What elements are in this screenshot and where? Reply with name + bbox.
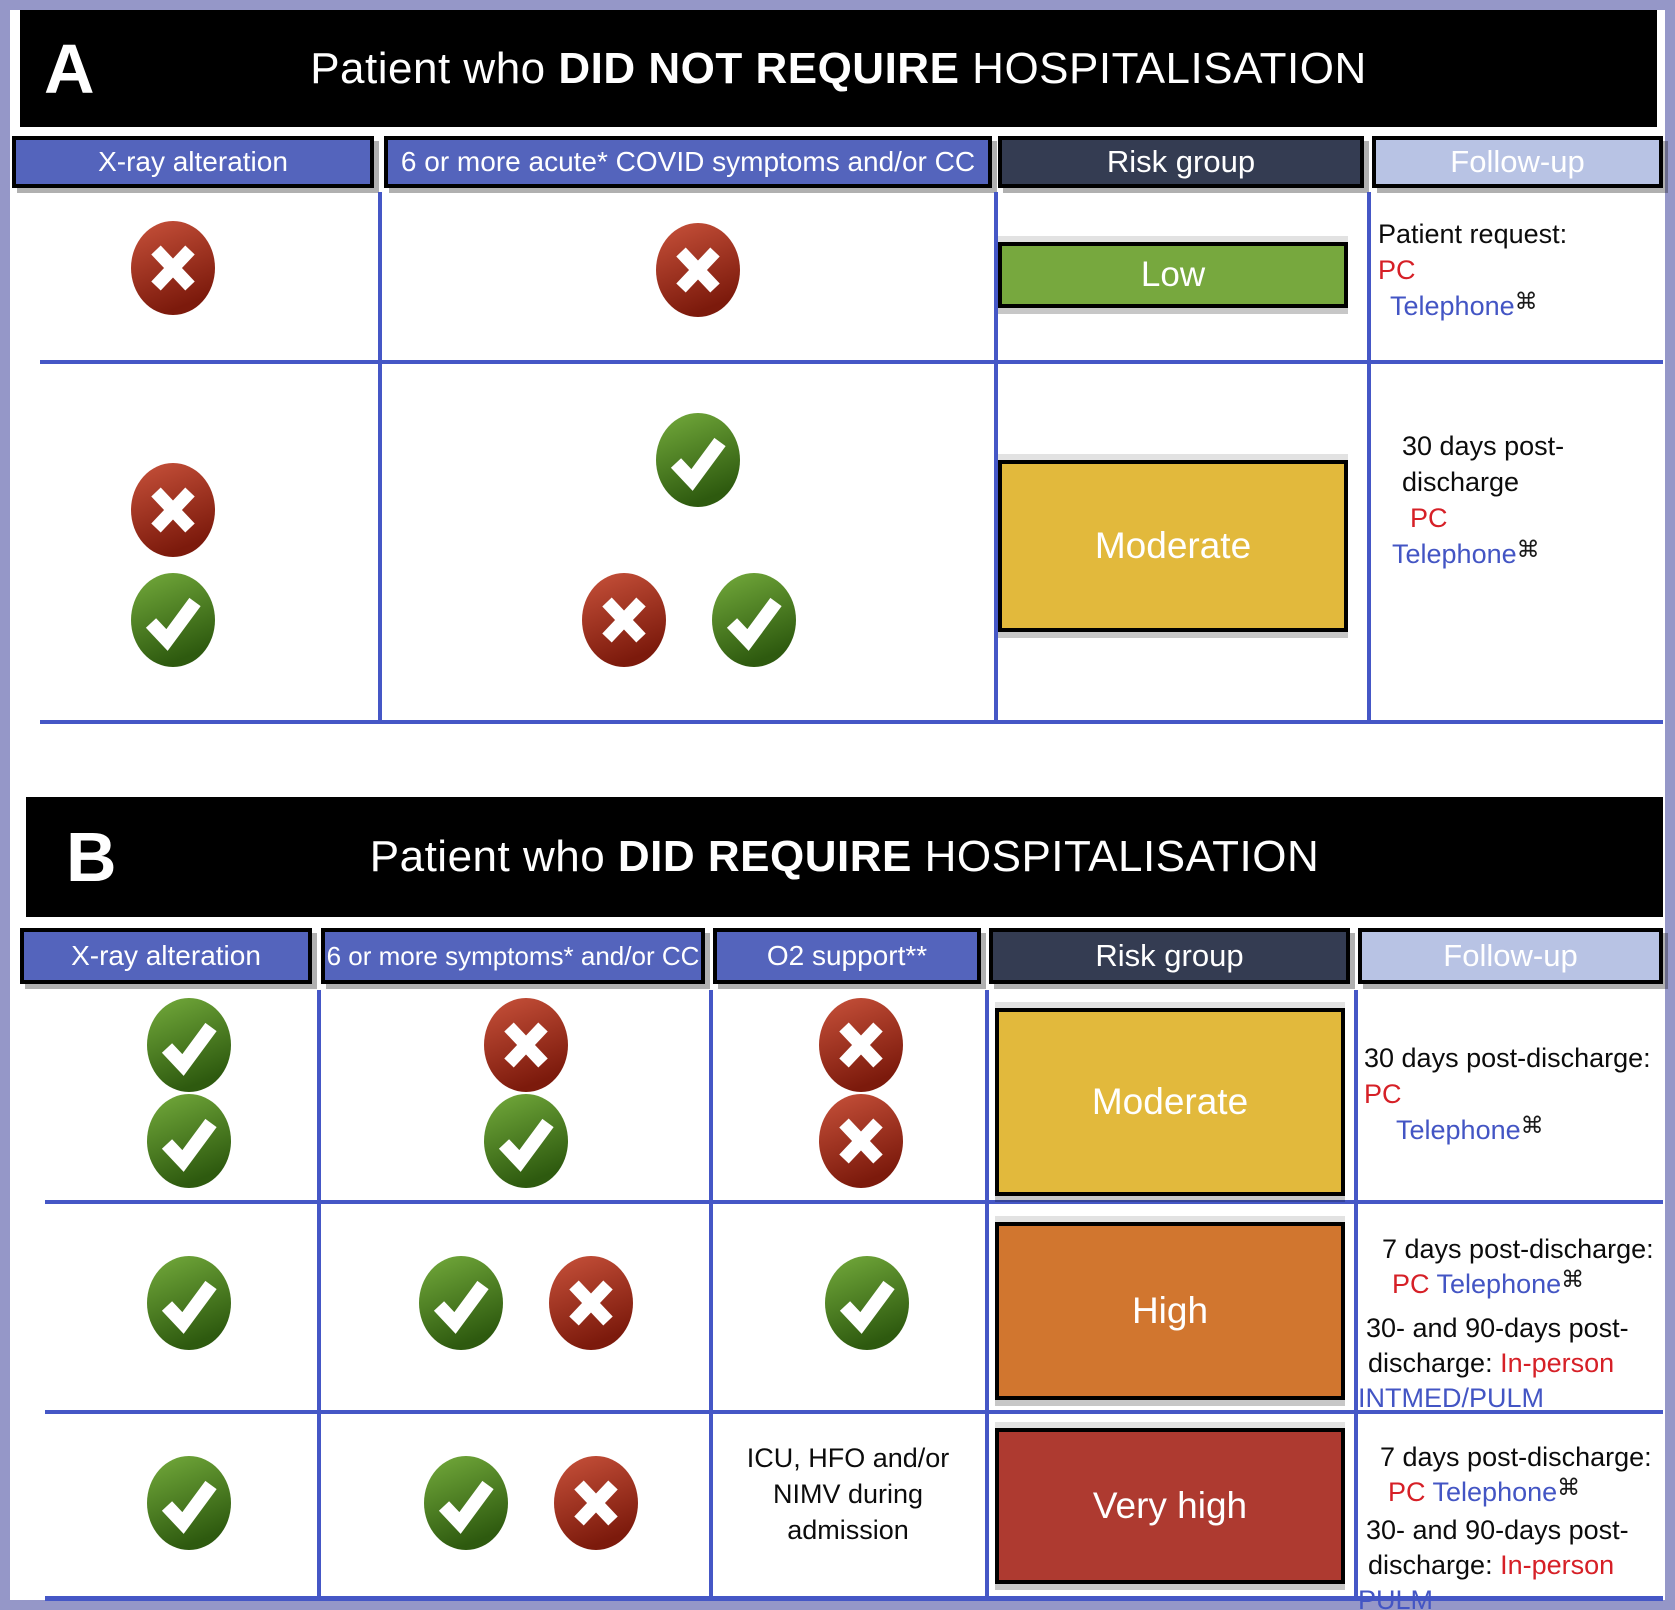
check-icon bbox=[145, 1254, 233, 1352]
command-icon: ⌘ bbox=[1557, 1474, 1581, 1500]
cross-icon bbox=[129, 461, 217, 559]
header-b-followup: Follow-up bbox=[1358, 928, 1663, 984]
followup-b-high: 7 days post-discharge: PC Telephone⌘ 30-… bbox=[1358, 1232, 1664, 1416]
check-icon bbox=[710, 571, 798, 669]
panel-b-title-bar: B Patient who DID REQUIRE HOSPITALISATIO… bbox=[26, 797, 1663, 917]
grid-line bbox=[40, 720, 1663, 724]
followup-line: PC Telephone⌘ bbox=[1392, 1266, 1585, 1299]
risk-box-moderate-a: Moderate bbox=[998, 460, 1348, 632]
panel-a-label: A bbox=[44, 29, 96, 108]
header-b-symptoms: 6 or more symptoms* and/or CC bbox=[321, 928, 705, 984]
panel-a-title-bar: A Patient who DID NOT REQUIRE HOSPITALIS… bbox=[20, 10, 1657, 127]
followup-line: 30- and 90-days post- bbox=[1366, 1313, 1629, 1343]
grid-line bbox=[1354, 990, 1358, 1596]
followup-line: discharge: In-person bbox=[1368, 1348, 1615, 1378]
followup-line: discharge: In-person bbox=[1368, 1550, 1615, 1580]
grid-line bbox=[317, 990, 321, 1596]
grid-line bbox=[45, 1410, 1663, 1414]
panel-b-title: Patient who DID REQUIRE HOSPITALISATION bbox=[369, 832, 1320, 881]
grid-line bbox=[45, 1596, 1663, 1601]
header-b-risk-group: Risk group bbox=[989, 928, 1350, 984]
risk-box-high: High bbox=[995, 1222, 1345, 1400]
check-icon bbox=[417, 1254, 505, 1352]
panel-b-label: B bbox=[66, 818, 118, 896]
risk-box-low: Low bbox=[998, 242, 1348, 308]
followup-line: PC bbox=[1364, 1079, 1402, 1109]
followup-a-low: Patient request: PC Telephone⌘ bbox=[1378, 216, 1663, 325]
command-icon: ⌘ bbox=[1516, 536, 1540, 562]
risk-box-moderate-b: Moderate bbox=[995, 1008, 1345, 1196]
figure-sheet: A Patient who DID NOT REQUIRE HOSPITALIS… bbox=[10, 10, 1665, 1610]
grid-line bbox=[378, 192, 382, 720]
cross-icon bbox=[817, 996, 905, 1094]
check-icon bbox=[145, 996, 233, 1094]
header-a-followup: Follow-up bbox=[1372, 136, 1663, 188]
header-a-symptoms: 6 or more acute* COVID symptoms and/or C… bbox=[384, 136, 992, 188]
followup-b-very-high: 7 days post-discharge: PC Telephone⌘ 30-… bbox=[1358, 1440, 1664, 1610]
grid-line bbox=[985, 990, 989, 1596]
followup-line: 30 days post-discharge: bbox=[1364, 1043, 1651, 1073]
command-icon: ⌘ bbox=[1520, 1112, 1544, 1138]
grid-line bbox=[994, 192, 998, 720]
followup-line: PC bbox=[1378, 255, 1416, 285]
check-icon bbox=[422, 1454, 510, 1552]
cross-icon bbox=[552, 1454, 640, 1552]
grid-line bbox=[45, 1200, 1663, 1204]
followup-line: Telephone⌘ bbox=[1390, 288, 1538, 321]
followup-line: INTMED/PULM bbox=[1358, 1383, 1545, 1413]
check-icon bbox=[482, 1092, 570, 1190]
panel-a-title: Patient who DID NOT REQUIRE HOSPITALISAT… bbox=[310, 43, 1367, 93]
followup-line: 30- and 90-days post- bbox=[1366, 1515, 1629, 1545]
check-icon bbox=[823, 1254, 911, 1352]
check-icon bbox=[654, 411, 742, 509]
header-a-risk-group: Risk group bbox=[998, 136, 1364, 188]
cross-icon bbox=[817, 1092, 905, 1190]
check-icon bbox=[145, 1092, 233, 1190]
grid-line bbox=[1367, 192, 1371, 720]
followup-line: 7 days post-discharge: bbox=[1382, 1234, 1654, 1264]
grid-line bbox=[40, 360, 1663, 364]
cross-icon bbox=[547, 1254, 635, 1352]
followup-b-moderate: 30 days post-discharge: PC Telephone⌘ bbox=[1364, 1040, 1664, 1149]
cross-icon bbox=[654, 221, 742, 319]
cross-icon bbox=[129, 219, 217, 317]
cross-icon bbox=[482, 996, 570, 1094]
followup-line: 7 days post-discharge: bbox=[1380, 1442, 1652, 1472]
followup-line: PC Telephone⌘ bbox=[1388, 1474, 1581, 1507]
header-a-xray: X-ray alteration bbox=[12, 136, 374, 188]
followup-line: 30 days post- bbox=[1402, 431, 1565, 461]
cross-icon bbox=[580, 571, 668, 669]
grid-line bbox=[709, 990, 713, 1596]
followup-line: Telephone⌘ bbox=[1396, 1112, 1544, 1145]
followup-line: discharge bbox=[1402, 467, 1520, 497]
followup-line: PULM bbox=[1358, 1585, 1434, 1610]
followup-line: PC bbox=[1410, 503, 1448, 533]
followup-line: Telephone⌘ bbox=[1392, 536, 1540, 569]
command-icon: ⌘ bbox=[1514, 288, 1538, 314]
followup-a-moderate: 30 days post- discharge PC Telephone⌘ bbox=[1392, 428, 1662, 573]
o2-support-text: ICU, HFO and/or NIMV during admission bbox=[746, 1443, 950, 1545]
followup-line: Patient request: bbox=[1378, 219, 1568, 249]
header-b-xray: X-ray alteration bbox=[20, 928, 312, 984]
check-icon bbox=[129, 571, 217, 669]
check-icon bbox=[145, 1454, 233, 1552]
header-b-o2-support: O2 support** bbox=[713, 928, 981, 984]
risk-box-very-high: Very high bbox=[995, 1428, 1345, 1584]
command-icon: ⌘ bbox=[1561, 1266, 1585, 1292]
